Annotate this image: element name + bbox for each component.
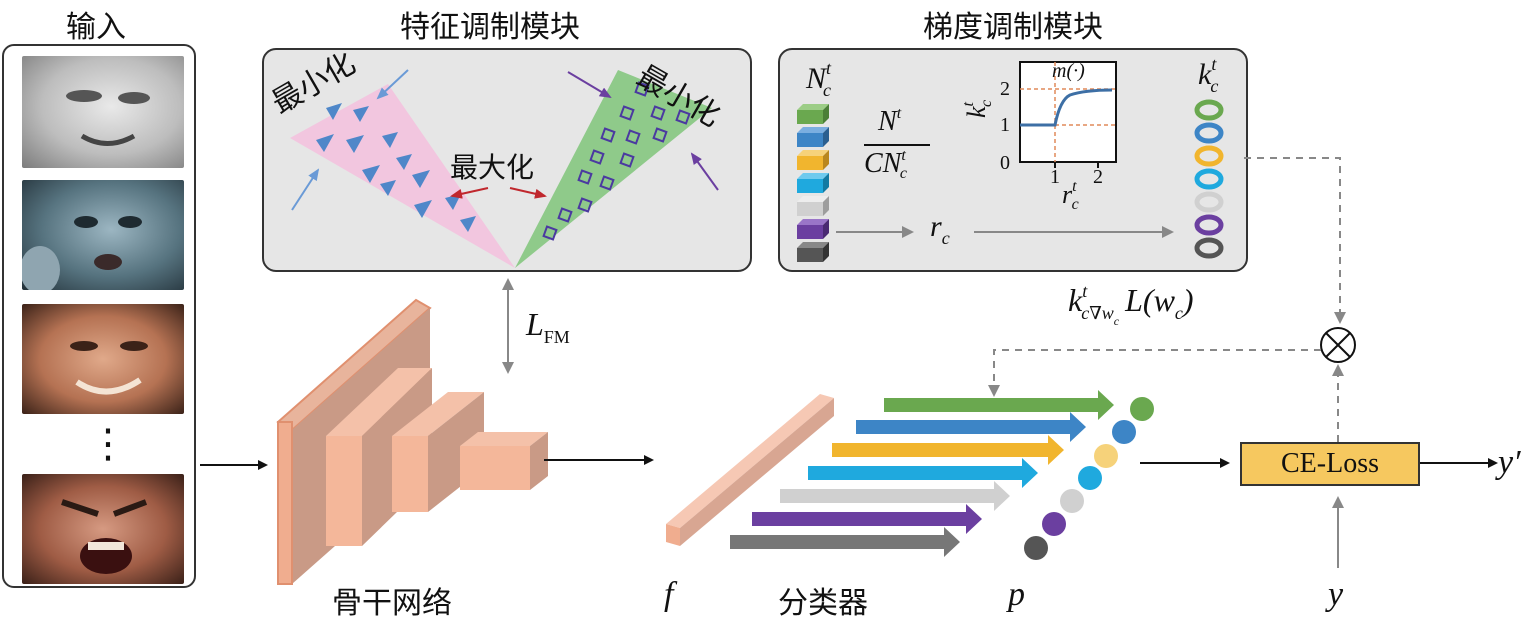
classifier-arrow-green [884,390,1114,420]
classifier-label: 分类器 [778,586,868,621]
plot-title: m(·) [1052,60,1085,82]
face-image-fear [22,180,184,290]
plot-ytick-1: 1 [1000,114,1010,136]
cube-cyan [797,173,829,193]
cube-purple [797,219,829,239]
gradient-module-title: 梯度调制模块 [923,10,1103,45]
ring-darkgray [1194,237,1224,259]
probability-circles [1024,397,1154,560]
prob-circle-lightgray [1060,489,1084,513]
cube-orange [797,150,829,170]
plot-frame [1019,61,1117,163]
class-count-cubes [797,104,829,262]
feature-vector-bar [666,394,834,546]
dashed-multiply-to-classifier [988,349,1321,397]
output-y-prime: y′ [1498,444,1521,481]
face-image-angry [22,474,184,584]
classifier-arrow-lightgray [780,481,1010,511]
plot-xtick-1: 1 [1050,166,1060,188]
maximize-arrow-left [450,187,489,199]
prob-circle-darkgray [1024,536,1048,560]
ring-green [1194,99,1224,121]
plot-y-label: ktc [960,99,995,118]
ring-cyan [1194,168,1224,190]
classifier-arrow-purple [752,504,982,534]
diamond-markers [542,81,691,241]
plot-curve [1020,88,1113,127]
minimize-arrow-left-top [376,69,409,100]
ground-truth-y: y [1328,576,1344,613]
maximize-label: 最大化 [450,151,535,184]
plot-ytick-0: 0 [1000,152,1010,174]
ce-loss-box: CE-Loss [1240,442,1420,486]
plot-x-label: rtc [1062,178,1079,213]
ring-blue [1194,122,1224,144]
classifier-arrow-gray [730,527,960,557]
dashed-k-to-multiply [1244,157,1346,324]
minimize-arrow-right-bottom [690,152,719,191]
classifier-arrow-blue [856,412,1086,442]
classifier-arrow-cyan [808,458,1038,488]
minimize-arrow-right-top [567,71,612,99]
ratio-numerator: Nt [878,105,902,137]
face-image-happy [22,304,184,414]
k-rings [1194,99,1224,259]
more-images-dots: ⋮ [88,421,128,467]
cube-green [797,104,829,124]
feature-module-title: 特征调制模块 [400,10,580,45]
feature-label: f [664,576,674,613]
modulated-gradient-expression: ktc∇wcL(wc) [1068,281,1194,328]
multiply-icon [1320,327,1356,363]
ratio-variable-label: rc [930,210,950,248]
backbone-network [276,298,548,585]
prob-circle-purple [1042,512,1066,536]
pink-sector-shape [290,84,515,268]
modulation-function-plot [1019,61,1117,168]
plot-xtick-2: 2 [1093,166,1103,188]
prob-circle-blue [1112,420,1136,444]
prob-circle-orange [1094,444,1118,468]
lfm-label: LFM [526,306,570,347]
cube-blue [797,127,829,147]
prob-circle-green [1130,397,1154,421]
prob-circle-cyan [1078,466,1102,490]
minimize-arrow-left-bottom [291,168,320,211]
classifier-arrows [730,390,1114,557]
input-panel: ⋮ [2,44,196,588]
cube-darkgray [797,242,829,262]
maximize-arrow-right [509,187,547,199]
ring-lightgray [1194,191,1224,213]
ring-orange [1194,145,1224,167]
cube-lightgray [797,196,829,216]
plot-ytick-2: 2 [1000,78,1010,100]
k-weight-label: ktc [1198,54,1219,96]
backbone-label: 骨干网络 [332,586,452,621]
green-feature-sector [515,70,712,268]
classifier-arrow-orange [832,435,1064,465]
green-sector-shape [515,70,712,268]
ring-purple [1194,214,1224,236]
probability-label: p [1008,576,1025,613]
ratio-denominator: CNtc [864,147,907,182]
input-title: 输入 [66,10,126,45]
face-image-baby [22,56,184,168]
class-count-label: Ntc [806,58,832,100]
